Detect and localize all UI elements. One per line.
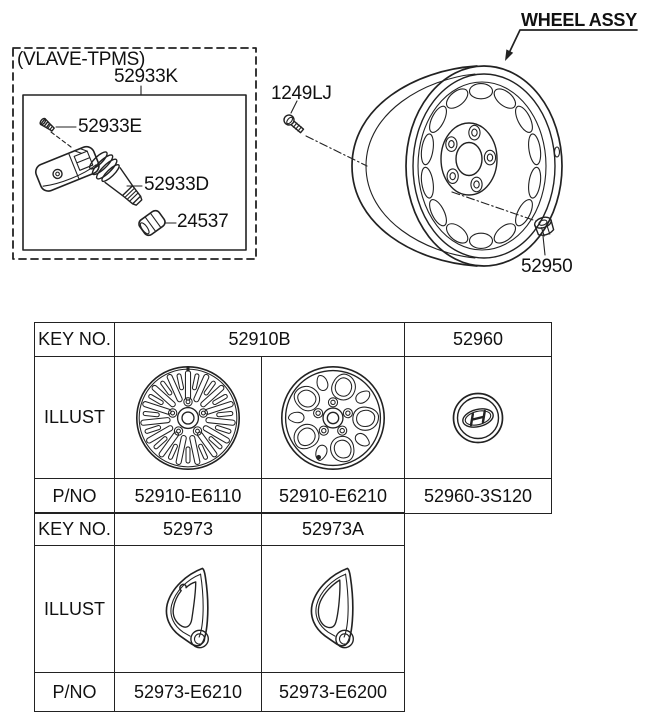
steel-wheel-drawing bbox=[351, 65, 563, 267]
wheel-aero-insert-a-icon bbox=[165, 567, 209, 649]
row-header-p-no-2: P/NO bbox=[34, 672, 115, 713]
valve-stem-drawing bbox=[89, 151, 143, 206]
illust-five-spoke-wheel bbox=[261, 356, 405, 479]
key-no-52973: 52973 bbox=[114, 512, 262, 547]
row-header-illust-2: ILLUST bbox=[34, 545, 115, 674]
label-valve-stem: 52933D bbox=[144, 174, 209, 195]
row-header-illust: ILLUST bbox=[34, 356, 115, 479]
key-no-52910B: 52910B bbox=[114, 322, 405, 357]
illust-wheel-insert-b bbox=[261, 545, 405, 674]
label-valve-cap: 24537 bbox=[177, 211, 229, 232]
valve-cap-drawing bbox=[138, 209, 166, 237]
tpms-sensor-drawing bbox=[34, 145, 100, 192]
wheel-aero-insert-b-icon bbox=[310, 567, 354, 649]
part-no-52910-E6110: 52910-E6110 bbox=[114, 478, 262, 514]
hub-bolt-drawing bbox=[283, 100, 537, 222]
part-no-52973-E6210: 52973-E6210 bbox=[114, 672, 262, 713]
part-no-52973-E6200: 52973-E6200 bbox=[261, 672, 405, 713]
part-no-52910-E6210: 52910-E6210 bbox=[261, 478, 405, 514]
lug-holes bbox=[442, 122, 497, 195]
wheel-nut-drawing bbox=[533, 216, 555, 256]
parts-table-section-1: KEY NO. 52910B 52960 ILLUST bbox=[34, 322, 552, 514]
label-sensor-screw: 52933E bbox=[78, 116, 142, 137]
label-wheel-nut: 52950 bbox=[521, 256, 573, 277]
five-spoke-alloy-wheel-icon bbox=[280, 365, 386, 470]
multi-spoke-alloy-wheel-icon bbox=[135, 365, 241, 470]
row-header-key-no: KEY NO. bbox=[34, 322, 115, 357]
wheel-assy-pointer bbox=[505, 29, 638, 61]
hyundai-center-cap-icon bbox=[452, 392, 504, 443]
key-no-52960: 52960 bbox=[404, 322, 552, 357]
parts-table-section-2: KEY NO. 52973 52973A ILLUST bbox=[34, 512, 405, 713]
vent-holes bbox=[418, 82, 544, 250]
illust-wheel-insert-a bbox=[114, 545, 262, 674]
tpms-screw-drawing bbox=[39, 117, 55, 132]
row-header-p-no: P/NO bbox=[34, 478, 115, 514]
label-wheel-assy: WHEEL ASSY bbox=[521, 10, 638, 30]
part-no-52960-3S120: 52960-3S120 bbox=[404, 478, 552, 514]
illust-multi-spoke-wheel bbox=[114, 356, 262, 479]
label-sensor-assembly: 52933K bbox=[114, 66, 178, 87]
row-header-key-no-2: KEY NO. bbox=[34, 512, 115, 547]
tpms-box-title: (VLAVE-TPMS) bbox=[17, 49, 146, 70]
parts-table: KEY NO. 52910B 52960 ILLUST bbox=[34, 322, 552, 713]
key-no-52973A: 52973A bbox=[261, 512, 405, 547]
illust-center-cap bbox=[404, 356, 552, 479]
label-hub-bolt: 1249LJ bbox=[271, 83, 332, 104]
